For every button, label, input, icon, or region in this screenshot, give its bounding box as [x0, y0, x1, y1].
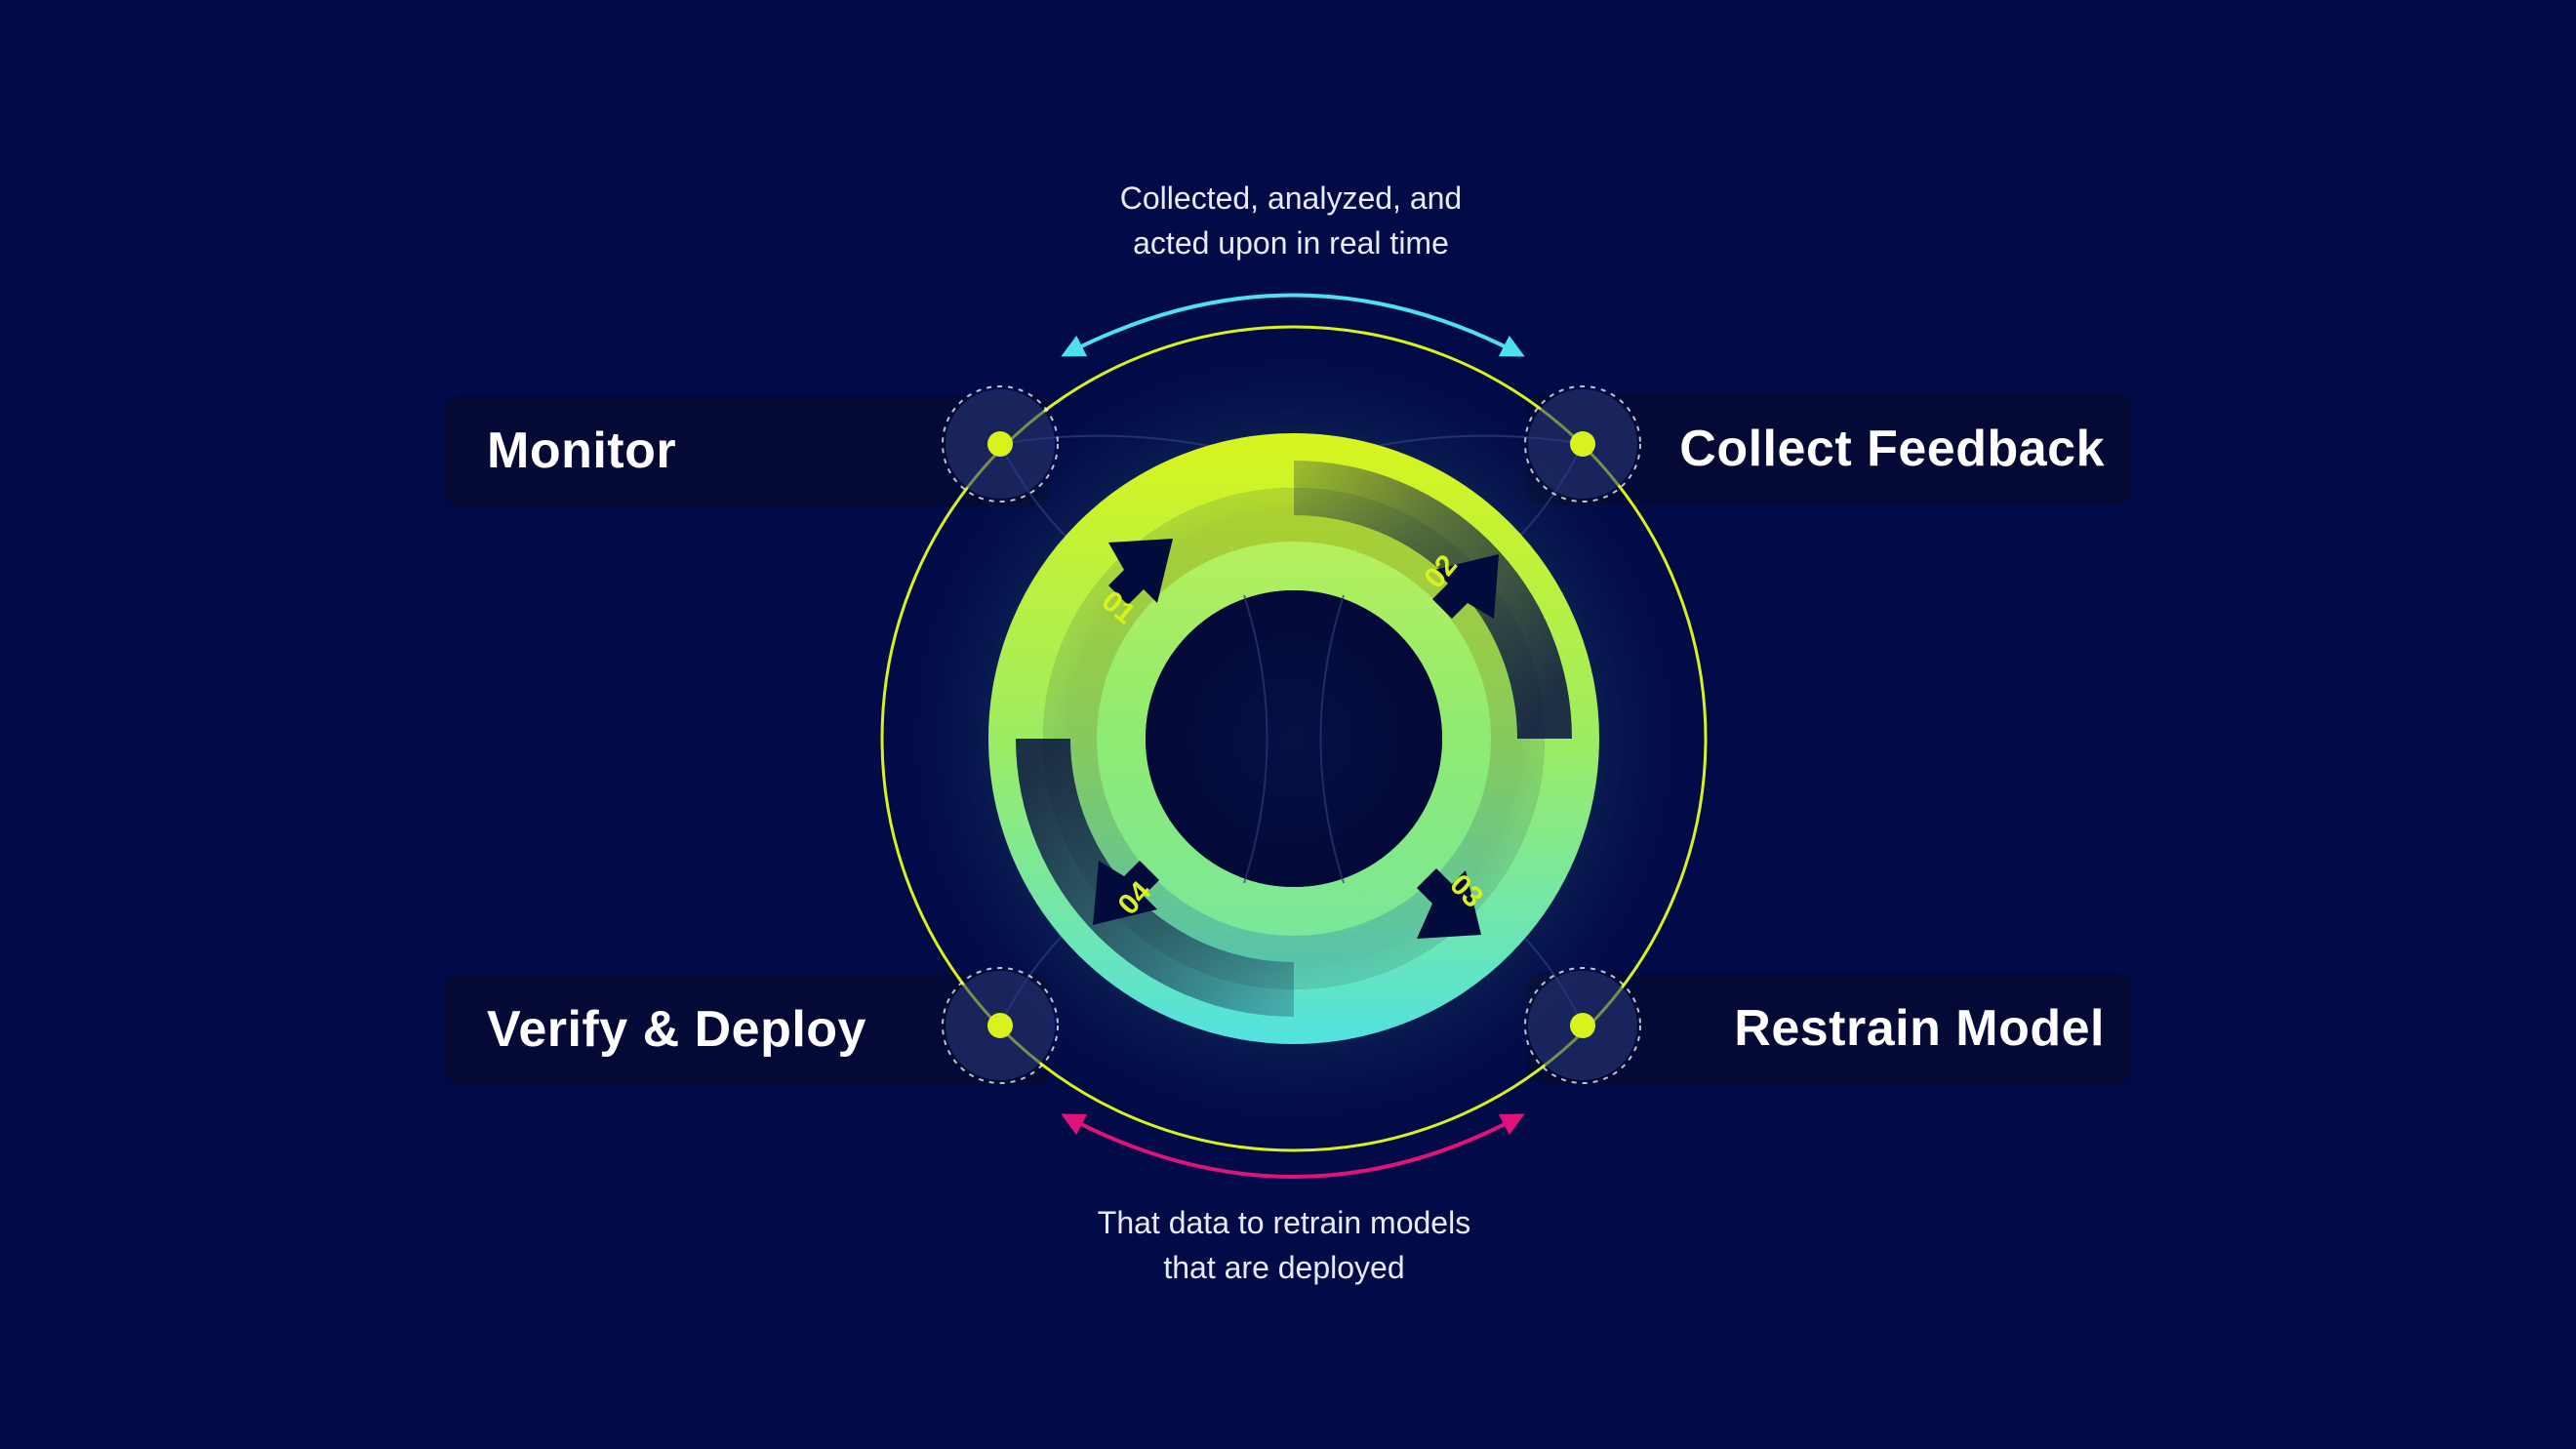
node-dot-verify-deploy [987, 1013, 1013, 1038]
caption-top-line-2: acted upon in real time [949, 221, 1632, 265]
node-dot-monitor [987, 431, 1013, 457]
node-dot-collect-feedback [1570, 431, 1595, 457]
inner-core [1146, 590, 1442, 887]
caption-top: Collected, analyzed, and acted upon in r… [949, 176, 1632, 265]
caption-bottom-line-1: That data to retrain models [943, 1200, 1626, 1245]
node-dot-restrain-model [1570, 1013, 1595, 1038]
caption-bottom-line-2: that are deployed [943, 1245, 1626, 1290]
caption-bottom: That data to retrain models that are dep… [943, 1200, 1626, 1290]
caption-top-line-1: Collected, analyzed, and [949, 176, 1632, 221]
